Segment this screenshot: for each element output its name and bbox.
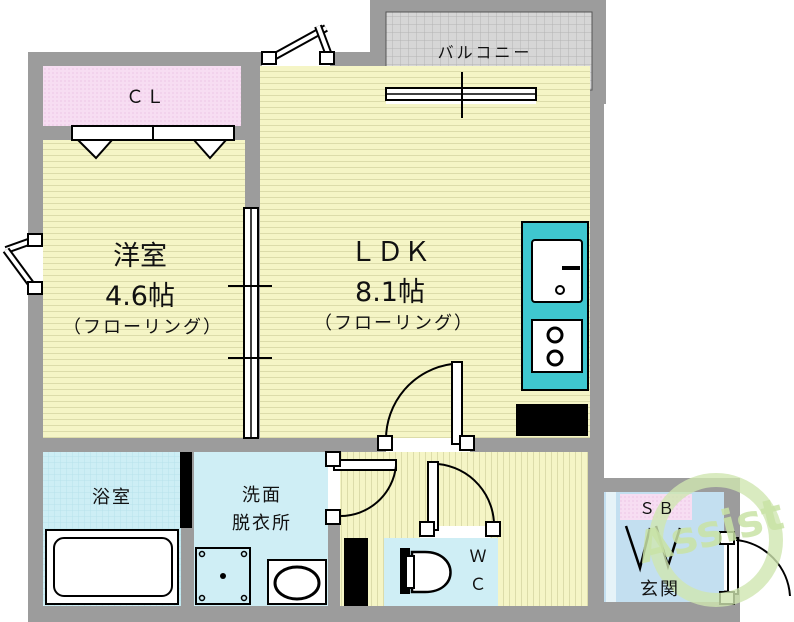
washroom-door [325,451,397,525]
wc-label-1: Ｗ [469,547,487,567]
western-room-floor [43,140,245,438]
wc-door [419,461,501,537]
ldk-top-door [261,24,335,65]
shoe-box-label: ＳＢ [638,499,677,518]
closet-doors [71,125,235,160]
wc-label-2: Ｃ [469,575,487,595]
kitchen-counter [521,221,589,391]
washroom-label-2: 脱衣所 [232,513,292,534]
sliding-partition [228,207,272,439]
closet-label: ＣＬ [126,87,166,108]
ldk-entry-door [377,361,475,451]
refrigerator [516,404,588,436]
ldk-floor: （フローリング） [314,313,474,334]
western-room-size: 4.6帖 [105,281,175,312]
bathroom [43,452,192,606]
watermark-ring [649,473,783,607]
bath-label: 浴室 [92,487,132,508]
western-room-floor: （フローリング） [63,317,223,338]
ldk-size: 8.1帖 [355,277,425,308]
entrance-label: 玄関 [640,579,680,600]
closet [43,66,241,126]
washroom-label-1: 洗面 [242,485,282,506]
western-room-label: 洋室 [113,241,167,272]
toilet-room [384,538,498,606]
balcony-label: バルコニー [437,43,533,62]
hallway-floor-right [514,452,588,606]
balcony-window [385,72,537,118]
washroom [194,452,328,606]
storage-slot [344,538,368,606]
western-window [2,233,43,295]
ldk-label: ＬＤＫ [349,237,431,268]
